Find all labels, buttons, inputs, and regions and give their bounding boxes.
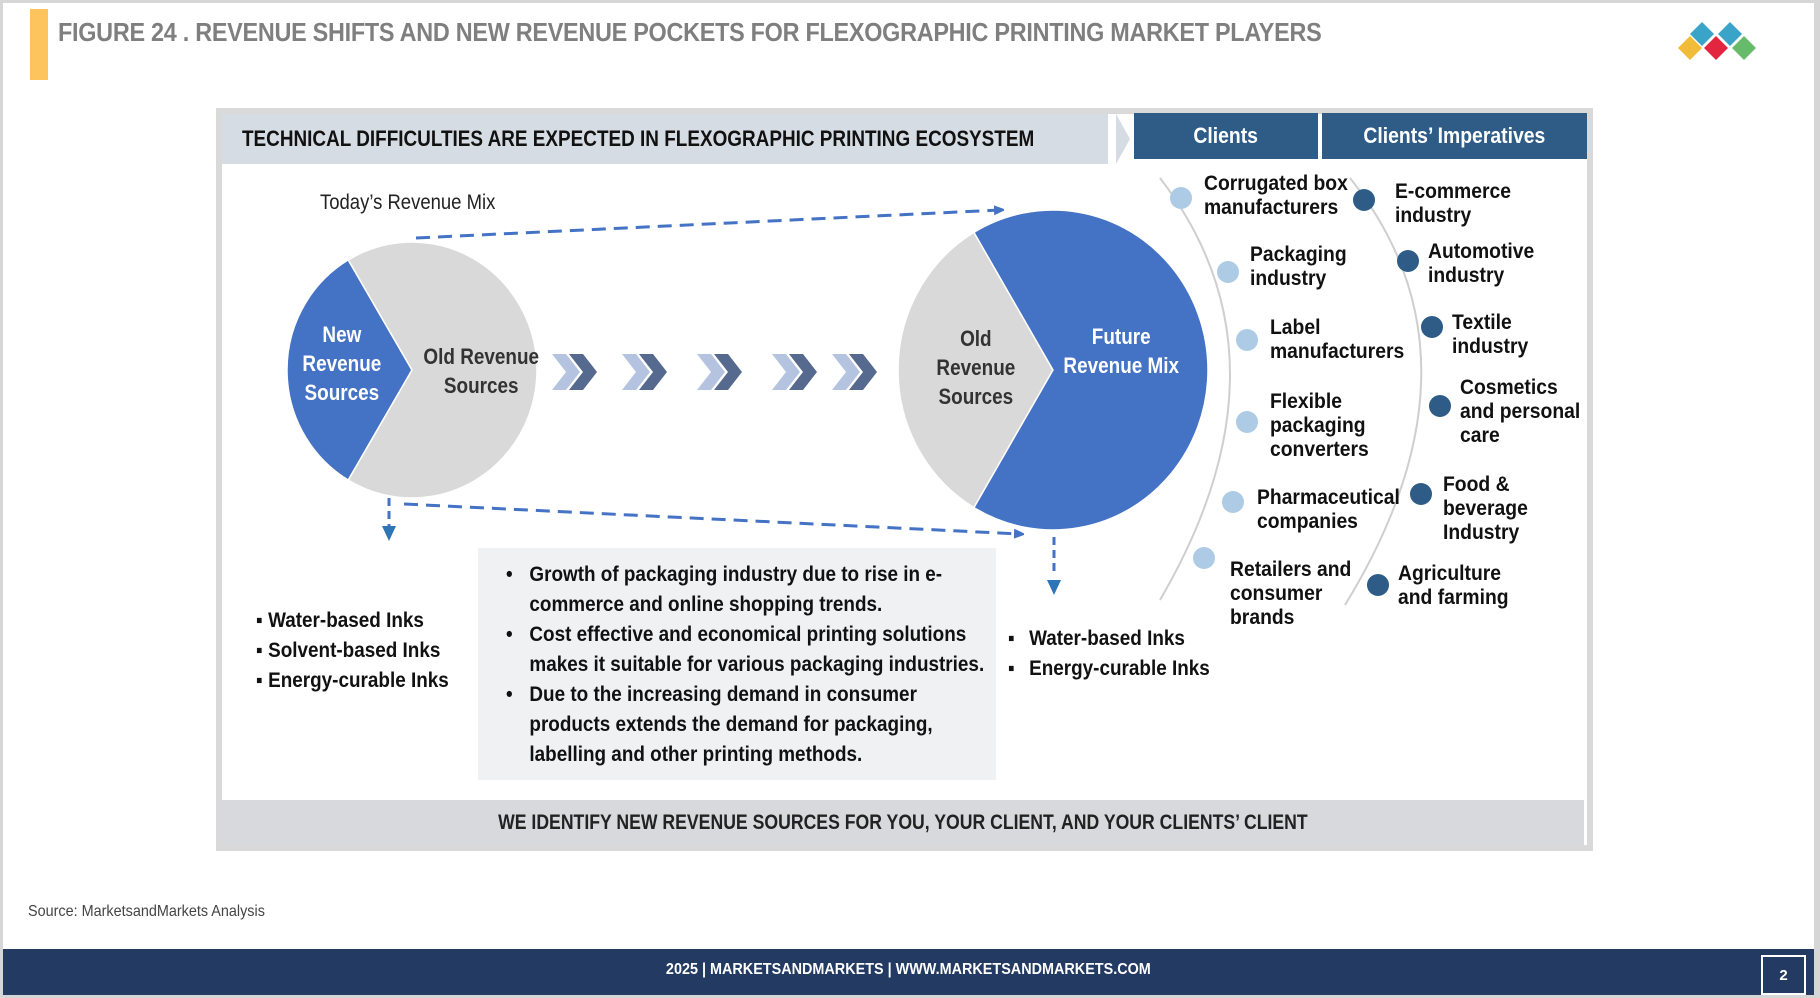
tab-clients-label: Clients xyxy=(1193,123,1259,148)
future-ink-list: Water-based Inks Energy-curable Inks xyxy=(1008,624,1232,684)
today-ink-item: Solvent-based Inks xyxy=(256,636,449,666)
today-ink-item: Energy-curable Inks xyxy=(256,666,449,696)
footer-bar: 2025 | MARKETSANDMARKETS | WWW.MARKETSAN… xyxy=(3,949,1814,995)
driver-item: Due to the increasing demand in consumer… xyxy=(506,680,992,770)
ecosystem-ribbon: TECHNICAL DIFFICULTIES ARE EXPECTED IN F… xyxy=(222,114,1108,164)
growth-drivers-box: Growth of packaging industry due to rise… xyxy=(478,548,996,780)
future-ink-item: Energy-curable Inks xyxy=(1008,654,1210,684)
tab-clients-imperatives: Clients’ Imperatives xyxy=(1322,113,1587,159)
client-dot-icon xyxy=(1193,547,1215,569)
title-accent-bar xyxy=(30,9,48,80)
today-ink-list: Water-based Inks Solvent-based Inks Ener… xyxy=(256,606,470,696)
marketsandmarkets-logo-icon xyxy=(1678,22,1756,60)
imperative-dot-icon xyxy=(1353,189,1375,211)
tab-imperatives-label: Clients’ Imperatives xyxy=(1363,123,1546,148)
imperative-dot-icon xyxy=(1421,316,1443,338)
footer-text: 2025 | MARKETSANDMARKETS | WWW.MARKETSAN… xyxy=(666,961,1151,978)
driver-item: Cost effective and economical printing s… xyxy=(506,620,992,680)
client-dot-icon xyxy=(1222,491,1244,513)
source-note: Source: MarketsandMarkets Analysis xyxy=(28,903,265,920)
imperative-dot-icon xyxy=(1367,574,1389,596)
client-dot-icon xyxy=(1170,187,1192,209)
client-dot-icon xyxy=(1217,261,1239,283)
client-dot-icon xyxy=(1236,329,1258,351)
bottom-banner: WE IDENTIFY NEW REVENUE SOURCES FOR YOU,… xyxy=(222,800,1584,845)
todays-revenue-mix-caption: Today’s Revenue Mix xyxy=(320,191,496,214)
imperative-dot-icon xyxy=(1429,395,1451,417)
today-ink-item: Water-based Inks xyxy=(256,606,449,636)
client-dot-icon xyxy=(1236,411,1258,433)
ribbon-arrow-icon xyxy=(1116,114,1130,164)
ribbon-text: TECHNICAL DIFFICULTIES ARE EXPECTED IN F… xyxy=(242,126,1035,151)
banner-text: WE IDENTIFY NEW REVENUE SOURCES FOR YOU,… xyxy=(498,810,1308,834)
tab-clients: Clients xyxy=(1134,113,1318,159)
future-ink-item: Water-based Inks xyxy=(1008,624,1210,654)
figure-title: FIGURE 24 . REVENUE SHIFTS AND NEW REVEN… xyxy=(58,17,1322,47)
imperative-dot-icon xyxy=(1410,483,1432,505)
page-number: 2 xyxy=(1761,955,1806,995)
imperative-dot-icon xyxy=(1397,250,1419,272)
driver-item: Growth of packaging industry due to rise… xyxy=(506,560,992,620)
